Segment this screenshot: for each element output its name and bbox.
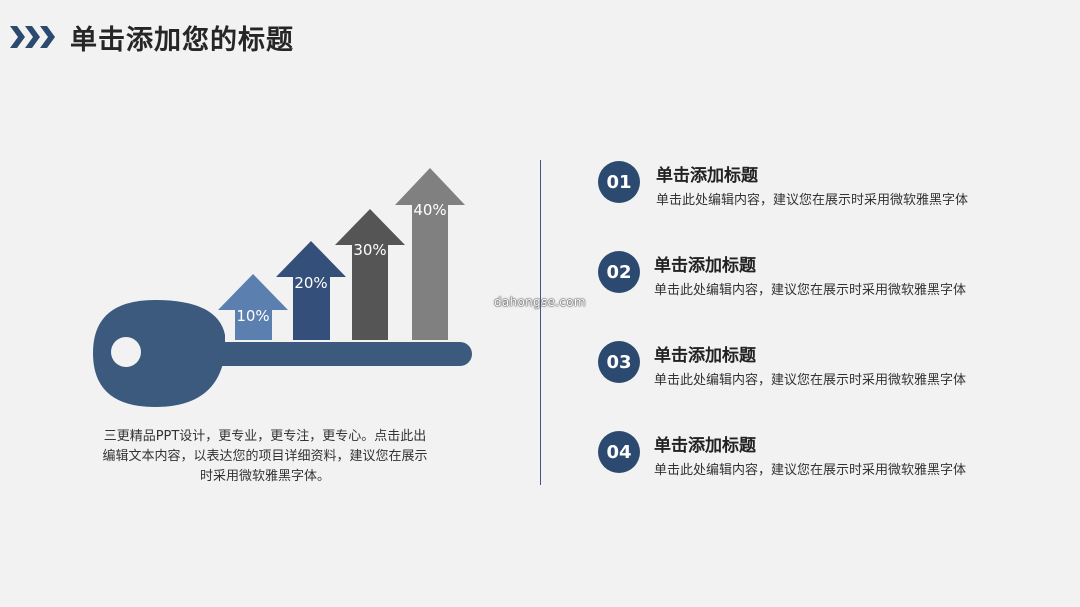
number-badge: 04 [598, 431, 640, 473]
item-title: 单击添加标题 [656, 166, 758, 186]
arrow-20-label: 20% [294, 274, 327, 292]
list-item-02[interactable]: 02 单击添加标题 单击此处编辑内容，建议您在展示时采用微软雅黑字体 [598, 251, 978, 321]
list-item-04[interactable]: 04 单击添加标题 单击此处编辑内容，建议您在展示时采用微软雅黑字体 [598, 431, 978, 501]
item-title: 单击添加标题 [654, 346, 756, 366]
list-item-03[interactable]: 03 单击添加标题 单击此处编辑内容，建议您在展示时采用微软雅黑字体 [598, 341, 978, 411]
arrow-20: 20% [276, 241, 346, 340]
intro-text: 三更精品PPT设计，更专业，更专注，更专心。点击此出编辑文本内容，以表达您的项目… [102, 429, 428, 484]
page-title: 单击添加您的标题 [70, 25, 294, 56]
list-item-01[interactable]: 01 单击添加标题 单击此处编辑内容，建议您在展示时采用微软雅黑字体 [598, 161, 978, 231]
vertical-divider [540, 160, 541, 485]
item-description: 单击此处编辑内容，建议您在展示时采用微软雅黑字体 [654, 373, 967, 388]
key-growth-arrows-graphic: 10% 20% 30% 40% [93, 168, 472, 407]
number-badge: 03 [598, 341, 640, 383]
item-description: 单击此处编辑内容，建议您在展示时采用微软雅黑字体 [656, 193, 969, 208]
triple-chevron-right-icon [10, 26, 55, 48]
item-title: 单击添加标题 [654, 436, 756, 456]
item-description: 单击此处编辑内容，建议您在展示时采用微软雅黑字体 [654, 463, 967, 478]
arrow-30: 30% [335, 209, 405, 340]
item-description: 单击此处编辑内容，建议您在展示时采用微软雅黑字体 [654, 283, 967, 298]
key-bow [93, 300, 225, 407]
number-badge: 02 [598, 251, 640, 293]
item-title: 单击添加标题 [654, 256, 756, 276]
key-shaft [200, 342, 472, 366]
key-hole [111, 337, 141, 367]
watermark: dahongse.com [494, 295, 586, 309]
arrow-10-label: 10% [236, 307, 269, 325]
arrow-40-label: 40% [413, 201, 446, 219]
arrow-10: 10% [218, 274, 288, 340]
arrow-40: 40% [395, 168, 465, 340]
arrow-30-label: 30% [353, 241, 386, 259]
number-badge: 01 [598, 161, 640, 203]
